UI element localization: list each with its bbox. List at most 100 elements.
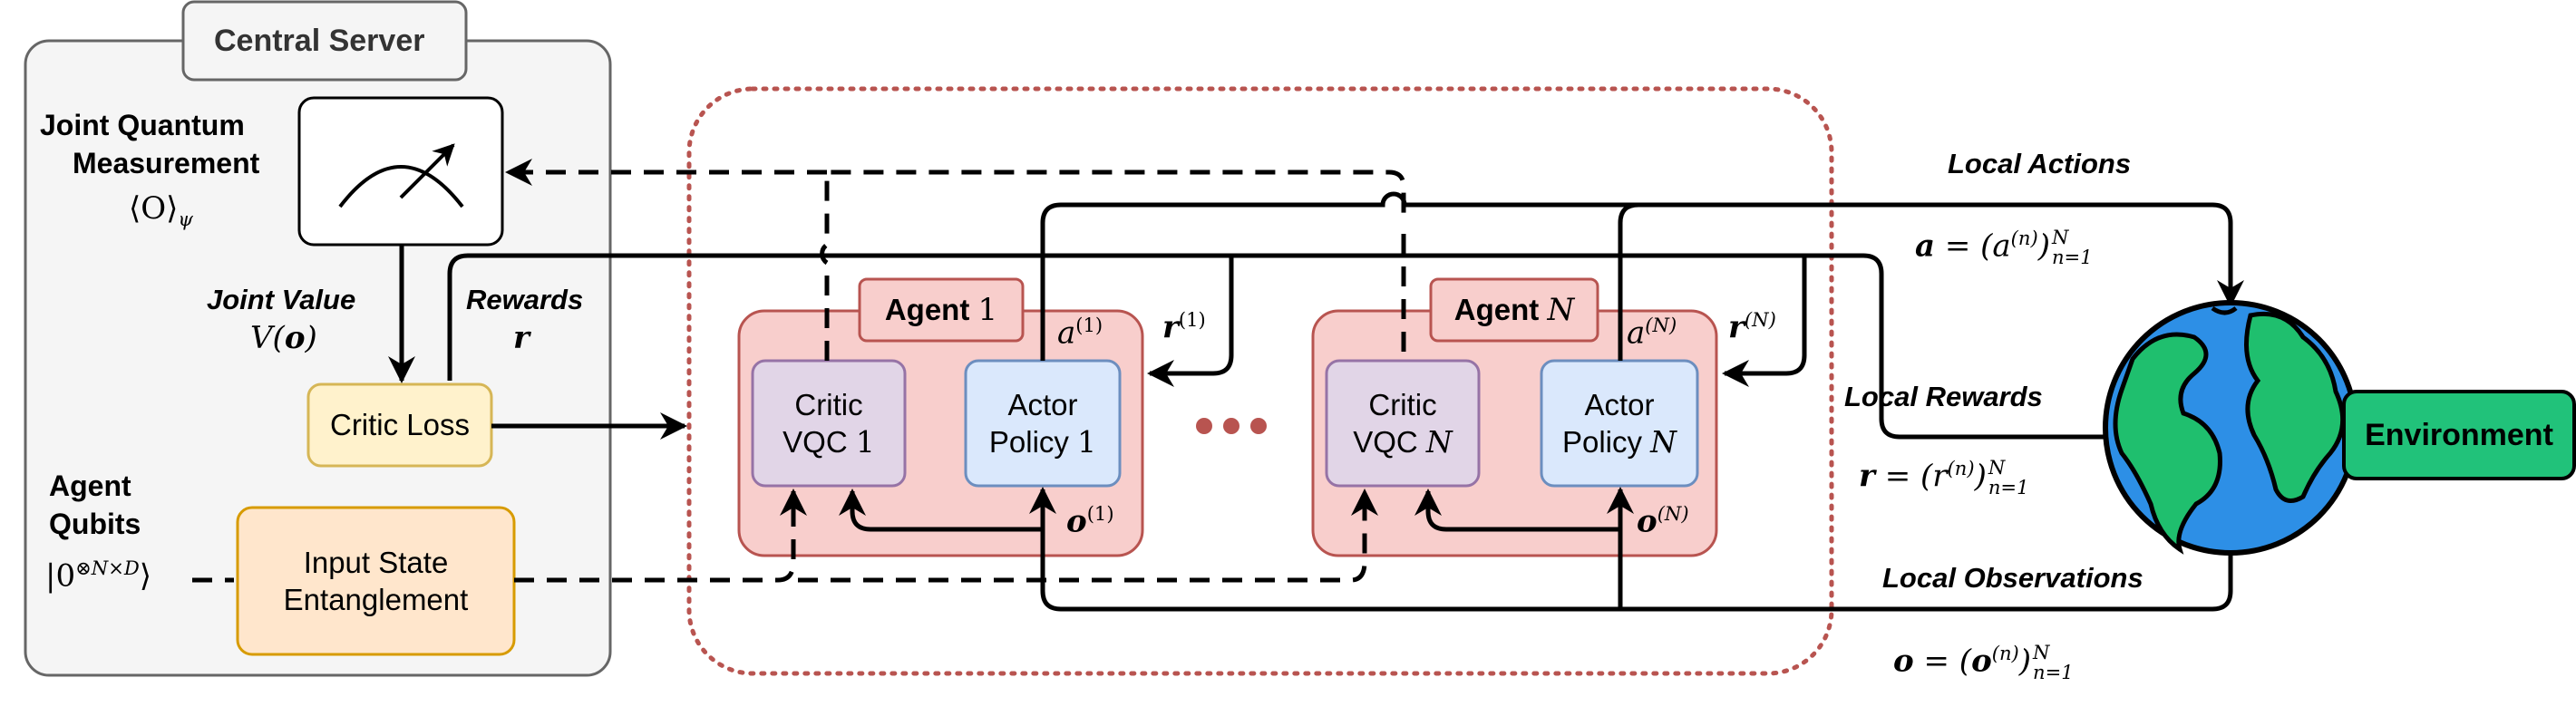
rewards-symbol: r [513, 320, 530, 356]
agent-1-tag [858, 277, 1025, 343]
agent-qubits-ket: |0⊗N×D⟩ [45, 557, 151, 594]
ket-sup: ⊗N×D [75, 557, 140, 579]
central-server-title: Central Server [214, 24, 425, 58]
input-state-label: Input State Entanglement [238, 508, 514, 654]
lr-sup: N [1988, 456, 2006, 479]
expectation-sub: ψ [178, 207, 193, 230]
environment-text: Environment [2365, 417, 2553, 452]
gauge-needle-icon [399, 143, 455, 199]
lo-sup: N [2033, 641, 2050, 664]
local-actions-label: Local Actions [1948, 148, 2132, 179]
critic-n-idx: N [1425, 424, 1453, 460]
la-sup: N [2051, 226, 2069, 249]
ellipsis-dot [1250, 418, 1267, 434]
la-eq: = (a [1935, 227, 2011, 265]
joint-value-close: ) [305, 320, 317, 356]
agent-1-tag-label: Agent 1 [860, 279, 1023, 341]
critic-vqc-n-box [1325, 359, 1481, 488]
agent-n-obs: o(N) [1637, 502, 1689, 539]
agent-1-o: o [1066, 503, 1087, 540]
lr-lhs: r [1859, 458, 1875, 495]
agent-n-reward: r(N) [1728, 308, 1776, 345]
gauge-arc-icon [338, 165, 464, 208]
input-state-line2: Entanglement [283, 583, 469, 616]
agent-qubits-line2: Qubits [49, 508, 141, 540]
environment-label: Environment [2344, 392, 2574, 479]
input-state-line1: Input State [303, 545, 449, 579]
solid-connections [388, 191, 2344, 612]
agent-n-action: a(N) [1627, 314, 1677, 351]
actor-n-idx: N [1650, 424, 1677, 460]
lo-sub: n=1 [2033, 661, 2074, 684]
lr-sub: n=1 [1988, 476, 2029, 499]
la-close: ) [2037, 227, 2050, 265]
joint-value-v: V( [250, 320, 285, 356]
expectation-text: ⟨O⟩ [129, 190, 179, 227]
critic-n-line1: Critic [1368, 387, 1437, 421]
la-sub: n=1 [2051, 246, 2093, 269]
joint-value-symbol: V(o) [250, 320, 317, 356]
dashed-connections [192, 159, 1406, 583]
agent-n-o: o [1637, 503, 1657, 540]
lo-close: ) [2018, 643, 2032, 680]
earth-globe-icon [2103, 300, 2358, 556]
central-server-tab [181, 0, 468, 82]
measurement-label-line1: Joint Quantum [40, 109, 245, 141]
critic-n-vqc: VQC [1353, 425, 1426, 459]
ellipsis-dot [1223, 418, 1239, 434]
agent-n-o-sup: (N) [1657, 502, 1689, 525]
ellipsis-dot [1196, 418, 1212, 434]
critic-loss-label: Critic Loss [308, 384, 491, 466]
joint-value-label: Joint Value [207, 284, 356, 315]
agent-n-r-sup: (N) [1744, 308, 1776, 331]
actor-1-line2: Policy 1 [989, 423, 1096, 460]
lr-close: ) [1974, 458, 1987, 495]
local-rewards-label: Local Rewards [1844, 381, 2043, 412]
agent-n-tag-text: Agent [1453, 293, 1548, 327]
actor-n-line1: Actor [1584, 387, 1655, 421]
agent-n-r: r [1728, 309, 1745, 346]
agent-n-tag [1429, 277, 1599, 343]
agents-boundary [686, 86, 1834, 676]
lo-lhs: o [1893, 643, 1914, 680]
agent-1-tag-idx: 1 [977, 291, 998, 328]
actor-n-policy: Policy [1561, 425, 1651, 459]
agent-1-r-sup: (1) [1178, 308, 1206, 331]
la-inner-sup: (n) [2010, 227, 2038, 249]
rewards-label: Rewards [466, 284, 584, 315]
agent-n-a: a [1627, 315, 1646, 352]
joint-value-o: o [284, 320, 306, 356]
measurement-expectation: ⟨O⟩ψ [129, 190, 193, 230]
agent-1-reward: r(1) [1162, 308, 1206, 345]
measurement-box [297, 96, 504, 247]
critic-loss-text: Critic Loss [329, 408, 471, 442]
lo-inner-sup: (n) [1991, 642, 2019, 664]
critic-1-vqc: VQC [783, 425, 856, 459]
actor-policy-1-label: Actor Policy 1 [966, 361, 1120, 486]
agent-1-a: a [1057, 315, 1076, 352]
actor-policy-n-label: Actor Policy N [1541, 361, 1697, 486]
agent-qubits-line1: Agent [49, 469, 131, 502]
environment-box [2342, 390, 2576, 480]
agent-1-o-sup: (1) [1086, 502, 1114, 525]
ket-open: |0 [45, 557, 76, 595]
critic-1-line1: Critic [794, 387, 863, 421]
critic-1-idx: 1 [855, 424, 875, 460]
agent-1-a-sup: (1) [1075, 314, 1103, 336]
agent-n-a-sup: (N) [1645, 314, 1677, 336]
lr-inner-sup: (n) [1947, 457, 1975, 479]
agent-n-tag-idx: N [1547, 291, 1575, 328]
agent-1-action: a(1) [1057, 314, 1103, 351]
actor-n-line2: Policy N [1562, 423, 1677, 460]
agent-n-tag-label: Agent N [1431, 279, 1598, 341]
ket-close: ⟩ [139, 557, 152, 595]
critic-n-line2: VQC N [1353, 423, 1453, 460]
critic-vqc-1-label: Critic VQC 1 [753, 361, 905, 486]
actor-1-idx: 1 [1077, 424, 1097, 460]
